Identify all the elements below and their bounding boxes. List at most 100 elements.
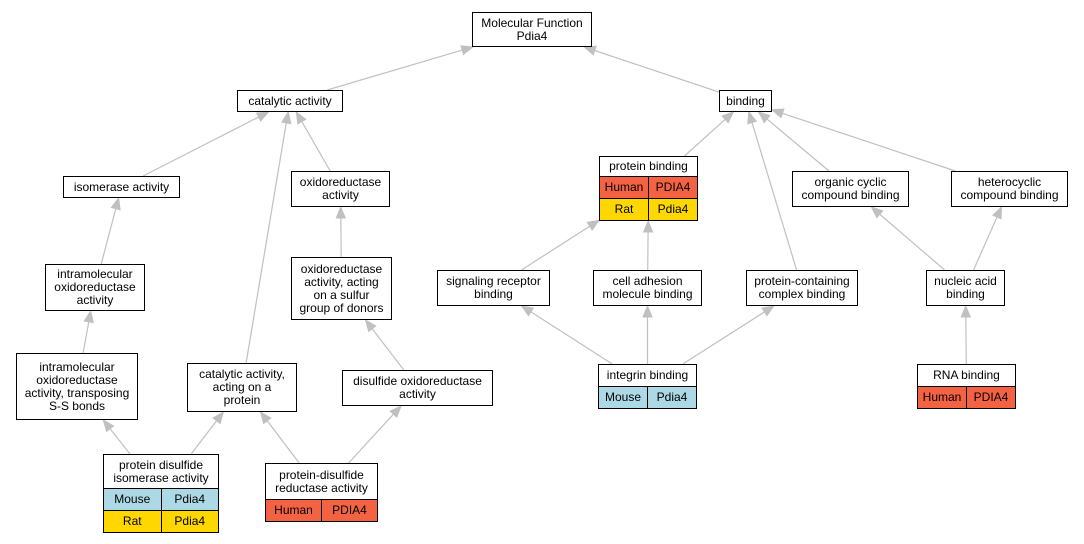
edge-line: [594, 49, 720, 93]
ortholog-gene: PDIA4: [966, 387, 1015, 408]
go-term-organic-cyclic[interactable]: organic cyclic compound binding: [792, 171, 909, 207]
ortholog-species: Human: [922, 390, 962, 404]
edge-catalytic-to-mf: [327, 45, 475, 91]
go-term-label: oxidoreductase activity: [299, 175, 382, 202]
edge-line: [972, 216, 998, 271]
edge-line: [266, 420, 300, 464]
edge-nucleic-to-organic-cyclic: [870, 206, 945, 271]
ortholog-gene: PDIA4: [648, 177, 697, 198]
edge-intra-ss-to-intramolecular: [82, 309, 94, 354]
go-term-label: heterocyclic compound binding: [960, 175, 1059, 202]
edge-intramolecular-to-isomerase: [100, 196, 121, 265]
go-term-oxido-sulfur[interactable]: oxidoreductase activity, acting on a sul…: [291, 257, 392, 320]
go-term-label: binding: [726, 93, 765, 108]
edge-arrowhead: [960, 304, 972, 318]
edge-oxidoreductase-to-catalytic: [295, 110, 331, 172]
edge-line: [142, 116, 259, 177]
edge-line: [751, 122, 798, 271]
go-term-disulfide-ox[interactable]: disulfide oxidoreductase activity: [342, 370, 493, 406]
go-term-heterocyclic[interactable]: heterocyclic compound binding: [951, 171, 1068, 207]
edge-line: [782, 112, 956, 172]
edge-arrowhead: [870, 206, 884, 219]
go-term-label: protein-disulfide reductase activity: [275, 467, 368, 495]
edge-rna-to-nucleic: [960, 304, 972, 365]
ortholog-row-human: Human PDIA4: [600, 176, 697, 198]
go-term-catalytic[interactable]: catalytic activity: [237, 90, 343, 112]
edge-arrowhead: [757, 111, 771, 124]
go-term-oxidoreductase[interactable]: oxidoreductase activity: [291, 171, 390, 207]
edge-arrowhead: [102, 418, 115, 433]
go-term-label: cell adhesion molecule binding: [602, 274, 693, 301]
go-term-isomerase[interactable]: isomerase activity: [63, 176, 180, 198]
edge-arrowhead: [83, 309, 94, 324]
ortholog-species: Rat: [614, 202, 634, 216]
go-term-label: RNA binding: [933, 368, 1000, 382]
go-term-label: nucleic acid binding: [934, 274, 997, 301]
edge-line: [100, 208, 117, 265]
go-term-label: protein disulfide isomerase activity: [113, 457, 209, 485]
edge-signaling-to-protein-binding: [521, 219, 601, 271]
edge-protein-binding-to-binding: [684, 111, 735, 157]
edge-arrowhead: [460, 45, 475, 56]
ortholog-gene: PDIA4: [321, 500, 377, 521]
go-term-label: protein-containing complex binding: [754, 274, 850, 301]
go-term-label: Molecular Function Pdia4: [481, 15, 583, 43]
ortholog-species: Mouse: [604, 390, 642, 404]
edge-arrowhead: [389, 405, 402, 418]
ortholog-gene: Pdia4: [648, 199, 697, 220]
edge-line: [965, 316, 967, 365]
edge-arrowhead: [110, 196, 121, 211]
go-term-mf[interactable]: Molecular Function Pdia4: [472, 12, 592, 47]
edge-line: [327, 49, 463, 91]
ortholog-species: Human: [604, 180, 644, 194]
edge-arrowhead: [520, 305, 535, 317]
go-term-label: intramolecular oxidoreductase activity, …: [24, 359, 130, 413]
edge-arrowhead: [642, 219, 654, 233]
edge-arrowhead: [212, 410, 225, 425]
edge-arrowhead: [761, 305, 775, 317]
go-term-protein-complex[interactable]: protein-containing complex binding: [746, 270, 858, 306]
edge-arrowhead: [281, 110, 292, 125]
edge-cell-adhesion-to-protein-binding: [642, 219, 654, 271]
edge-arrowhead: [747, 110, 758, 125]
edge-line: [766, 118, 830, 172]
edge-pdi-to-intra-ss: [102, 418, 131, 455]
edge-line: [530, 311, 613, 365]
edge-line: [371, 328, 405, 371]
edge-disulfide-ox-to-oxido-sulfur: [364, 318, 405, 371]
go-term-binding[interactable]: binding: [719, 90, 772, 112]
edge-protein-complex-to-binding: [747, 110, 798, 271]
go-term-nucleic[interactable]: nucleic acid binding: [926, 270, 1005, 306]
ortholog-species: Mouse: [114, 492, 151, 506]
go-term-signaling[interactable]: signaling receptor binding: [437, 270, 550, 306]
go-term-intra-ss[interactable]: intramolecular oxidoreductase activity, …: [16, 353, 138, 420]
go-term-cat-protein[interactable]: catalytic activity, acting on a protein: [187, 363, 297, 412]
go-term-label: disulfide oxidoreductase activity: [353, 374, 482, 401]
edge-pdr-to-disulfide-ox: [348, 405, 402, 464]
ortholog-gene: Pdia4: [647, 387, 696, 408]
go-term-label: integrin binding: [606, 368, 689, 382]
edge-arrowhead: [255, 111, 270, 122]
edge-arrowhead: [259, 410, 272, 425]
go-term-cell-adhesion[interactable]: cell adhesion molecule binding: [593, 270, 702, 306]
edge-integrin-to-cell-adhesion: [642, 304, 653, 364]
edge-cat-protein-to-catalytic: [245, 110, 292, 364]
edge-arrowhead: [586, 219, 601, 231]
edge-binding-to-mf: [583, 45, 720, 93]
edge-arrowhead: [335, 205, 347, 219]
edge-line: [82, 321, 90, 354]
edge-pdi-to-cat-protein: [190, 410, 225, 455]
edge-line: [684, 118, 726, 157]
go-term-intramolecular[interactable]: intramolecular oxidoreductase activity: [45, 264, 145, 311]
edge-line: [301, 121, 331, 172]
go-term-label: catalytic activity, acting on a protein: [199, 367, 285, 407]
